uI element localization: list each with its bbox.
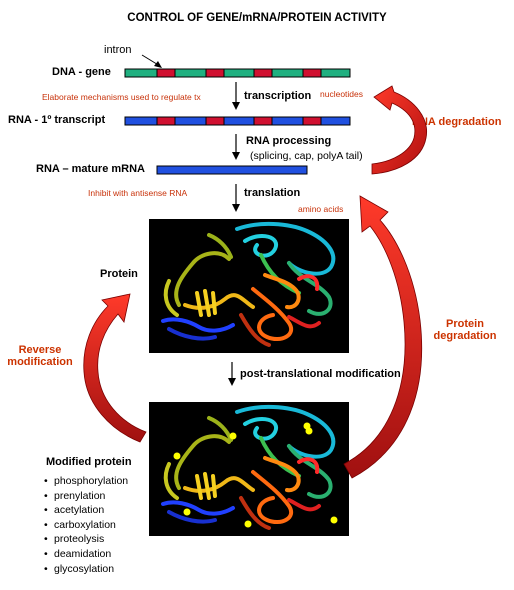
list-item: proteolysis [44,532,128,547]
intron-pointer-arrow [141,54,162,68]
list-item: acetylation [44,503,128,518]
modification-site-marker [244,520,252,528]
nucleotides-label: nucleotides [320,89,364,99]
modification-list: phosphorylation prenylation acetylation … [44,474,128,576]
protein-degradation-arrow [343,195,423,479]
protein-ribbon-graphic [161,221,336,347]
mature-mrna-label: RNA – mature mRNA [36,163,146,175]
transcription-label: transcription [244,90,312,102]
modification-site-marker [305,427,313,435]
modified-protein-label: Modified protein [46,456,132,468]
ptm-label: post-translational modification [240,368,401,380]
rna-processing-arrow [232,134,240,160]
antisense-note: Inhibit with antisense RNA [88,188,188,198]
transcription-arrow [232,82,240,110]
ptm-arrow [228,362,236,386]
regulation-note: Elaborate mechanisms used to regulate tx [42,92,201,102]
protein-degradation-label: Protein degradation [433,318,497,342]
rna-processing-subtitle: (splicing, cap, polyA tail) [250,150,363,162]
modification-site-marker [330,516,338,524]
mature-mrna-bar [156,165,308,175]
translation-arrow [232,184,240,212]
amino-acids-label: amino acids [298,204,344,214]
list-item: phosphorylation [44,474,128,489]
list-item: deamidation [44,547,128,562]
primary-transcript-bar [124,116,351,126]
page-title: CONTROL OF GENE/mRNA/PROTEIN ACTIVITY [127,12,387,24]
rna-degradation-label: RNA degradation [412,116,502,128]
list-item: glycosylation [44,562,128,577]
rna-primary-transcript-label: RNA - 1º transcript [8,114,106,126]
translation-label: translation [244,187,301,199]
modified-protein-structure-image [149,402,349,536]
modification-site-marker [183,508,191,516]
protein-label: Protein [100,268,138,280]
modification-site-marker [229,432,237,440]
dna-label: DNA - gene [52,66,111,78]
modified-protein-ribbon-graphic [161,404,338,530]
reverse-modification-label: Reverse modification [7,344,73,368]
modification-site-marker [173,452,181,460]
dna-gene-bar [124,68,351,78]
list-item: carboxylation [44,518,128,533]
intron-label: intron [104,44,132,56]
rna-processing-label: RNA processing [246,135,332,147]
rna-degradation-arrow [371,85,428,175]
protein-structure-image [149,219,349,353]
reverse-modification-arrow [83,293,147,443]
list-item: prenylation [44,489,128,504]
